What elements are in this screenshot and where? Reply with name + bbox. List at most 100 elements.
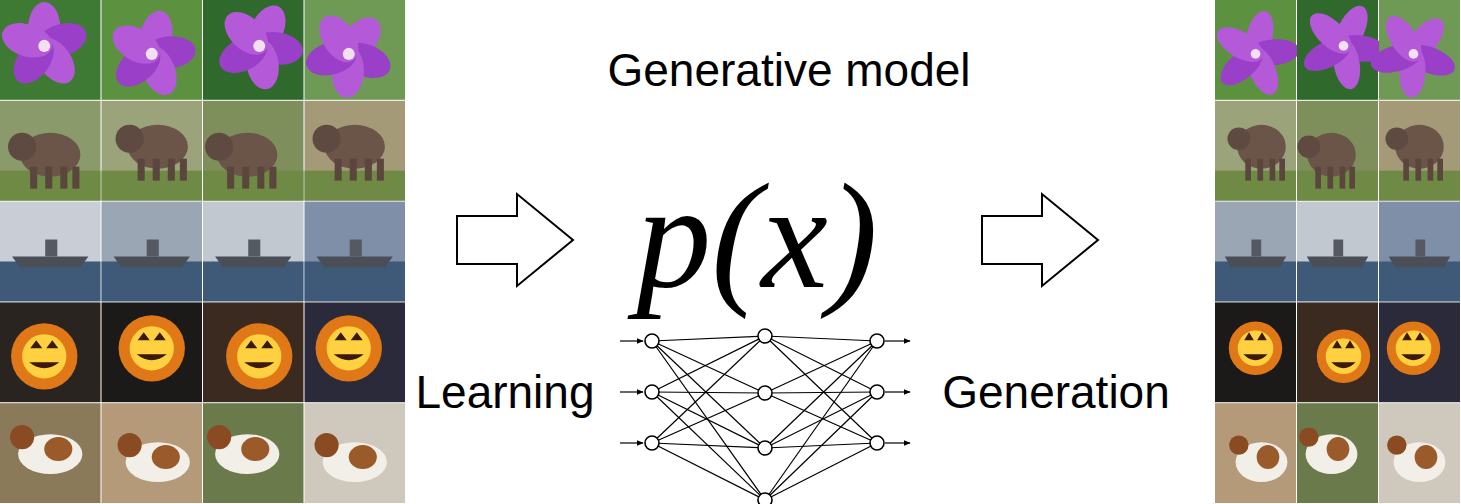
elephant-leg xyxy=(335,159,342,181)
photo-background xyxy=(1379,202,1460,302)
photo-background xyxy=(102,302,203,402)
pumpkin-face xyxy=(1243,332,1267,360)
sea xyxy=(203,261,304,301)
photo-cell xyxy=(305,403,406,503)
pumpkin xyxy=(316,315,382,381)
flower-center xyxy=(1409,49,1419,59)
input-arrow xyxy=(620,340,643,341)
pumpkin-glow xyxy=(1396,330,1432,366)
ship-hull xyxy=(114,256,190,267)
elephant-head xyxy=(1227,127,1250,150)
photo-cell xyxy=(302,0,405,100)
dog-patch xyxy=(1257,445,1280,469)
flower-center xyxy=(343,48,355,60)
elephant-leg xyxy=(1437,159,1443,181)
neuron xyxy=(758,441,772,455)
photo-cell xyxy=(1297,403,1378,503)
elephant-leg xyxy=(242,167,249,189)
elephant-leg xyxy=(72,167,79,189)
pumpkin xyxy=(119,315,185,381)
pumpkin-glow xyxy=(1238,330,1274,366)
ship-tower xyxy=(147,240,159,257)
flow-arrow xyxy=(457,194,573,286)
dog-head xyxy=(10,425,34,449)
flower-center xyxy=(253,40,265,52)
elephant-leg xyxy=(269,167,276,189)
output-arrow xyxy=(885,442,910,443)
network-connection xyxy=(765,336,877,341)
flower-petal xyxy=(1379,10,1429,68)
photo-cell xyxy=(0,0,101,100)
ship-tower xyxy=(1415,240,1425,257)
pumpkin-face xyxy=(29,340,59,368)
elephant-leg xyxy=(60,167,67,189)
photo-background xyxy=(1215,101,1296,201)
photo-cell xyxy=(305,302,406,402)
network-connection xyxy=(652,336,765,341)
pumpkin-glow xyxy=(1326,338,1362,374)
photo-cell xyxy=(1379,101,1460,201)
photo-cell xyxy=(1215,101,1296,201)
photo-cell xyxy=(305,202,406,302)
dog-head xyxy=(1229,435,1248,454)
neuron xyxy=(645,436,659,450)
elephant-leg xyxy=(168,159,175,181)
elephant-leg xyxy=(1257,159,1263,181)
flower-petal xyxy=(311,8,366,69)
photo-background xyxy=(1215,302,1296,402)
pumpkin-glow xyxy=(327,326,371,370)
photo-background xyxy=(102,403,203,503)
network-connection xyxy=(652,443,765,500)
photo-cell xyxy=(0,302,101,402)
elephant-head xyxy=(116,125,144,153)
generation-label: Generation xyxy=(942,369,1170,415)
ship-hull xyxy=(1389,256,1451,267)
photo-cell xyxy=(1379,302,1460,402)
photo-background xyxy=(1379,403,1460,503)
network-connection xyxy=(652,393,765,443)
pumpkin-glow xyxy=(237,334,281,378)
elephant-leg xyxy=(30,167,37,189)
ship-hull xyxy=(215,256,291,267)
pumpkin xyxy=(1229,322,1282,375)
ship-tower xyxy=(1251,240,1261,257)
dog-patch xyxy=(44,437,72,461)
ship-hull xyxy=(12,256,88,267)
network-connection xyxy=(652,341,765,448)
output-arrow xyxy=(885,391,910,392)
dog-patch xyxy=(241,437,269,461)
dog-patch xyxy=(1415,445,1438,469)
ship-tower xyxy=(248,240,260,257)
network-connection xyxy=(765,341,877,500)
flower-petal xyxy=(0,17,57,64)
pumpkin xyxy=(226,323,292,389)
flower-center xyxy=(146,48,158,60)
flower-center xyxy=(1251,49,1261,59)
elephant-leg xyxy=(1349,167,1355,189)
pumpkin-glow xyxy=(130,326,174,370)
photo-cell xyxy=(305,101,406,201)
network-connection xyxy=(652,392,765,393)
photo-background xyxy=(305,101,406,201)
photo-cell xyxy=(102,101,203,201)
photo-cell xyxy=(203,302,304,402)
elephant-head xyxy=(313,125,341,153)
pumpkin-face xyxy=(244,340,274,368)
elephant-leg xyxy=(350,159,357,181)
elephant-leg xyxy=(1327,167,1333,189)
sea xyxy=(0,261,101,301)
network-connection xyxy=(765,341,877,448)
elephant-head xyxy=(1297,135,1320,158)
pumpkin xyxy=(1317,330,1370,383)
photo-cell xyxy=(102,403,203,503)
neuron xyxy=(758,386,772,400)
neuron xyxy=(758,329,772,343)
elephant-head xyxy=(205,133,233,161)
elephant-leg xyxy=(365,159,372,181)
photo-background xyxy=(203,302,304,402)
neuron xyxy=(870,385,884,399)
network-connection xyxy=(765,392,877,500)
pumpkin-face xyxy=(1331,340,1355,368)
photo-background xyxy=(0,202,101,302)
photo-background xyxy=(203,403,304,503)
